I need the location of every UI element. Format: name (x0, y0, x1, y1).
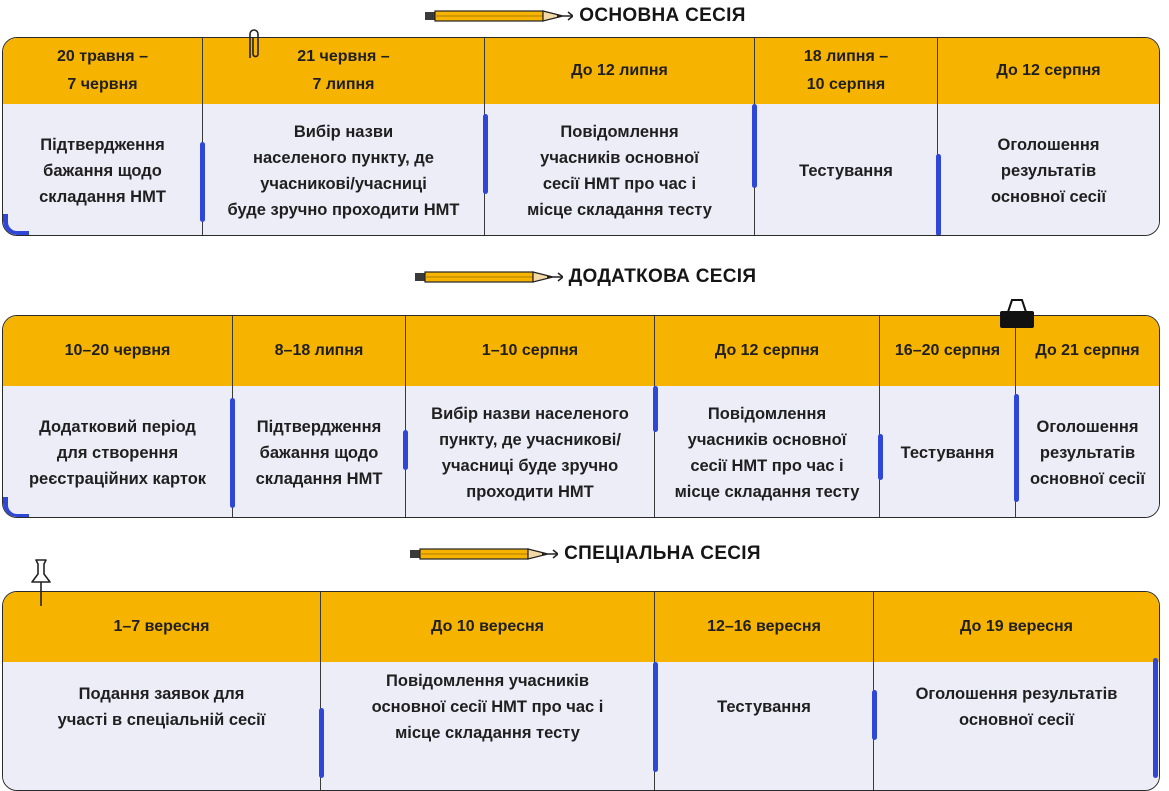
session-heading-main: ОСНОВНА СЕСІЯ (0, 4, 1169, 28)
description-cell: Оголошення результатів основної сесії (990, 135, 1107, 206)
blue-accent-stroke (1153, 658, 1158, 778)
date-cell: 16–20 серпня (880, 316, 1016, 386)
date-cell: До 19 вересня (960, 618, 1073, 635)
description-row: Подання заявок для участі в спеціальній … (3, 662, 1159, 790)
description-cell: Вибір назви населеного пункту, де учасни… (406, 386, 655, 517)
date-cell: 18 липня – 10 серпня (755, 38, 938, 104)
blue-accent-stroke (3, 497, 29, 517)
description-row: Додатковий період для створення реєстрац… (3, 386, 1159, 517)
pencil-icon (425, 10, 574, 22)
blue-accent-stroke (200, 142, 205, 222)
description-cell: Оголошення результатів основної сесії (1029, 417, 1146, 488)
description-cell: Вибір назви населеного пункту, де учасни… (203, 104, 485, 235)
session-title: СПЕЦІАЛЬНА СЕСІЯ (564, 543, 761, 564)
description-cell: Підтвердження бажання щодо складання НМТ (3, 104, 203, 235)
date-cell: До 10 вересня (321, 592, 655, 662)
date-cell: До 12 серпня (655, 316, 880, 386)
blue-accent-stroke (878, 434, 883, 480)
description-cell: Підтвердження бажання щодо складання НМТ (233, 386, 406, 517)
paperclip-icon (249, 29, 259, 58)
schedule-table-main: 20 травня – 7 червня 21 червня – 7 липня… (2, 37, 1160, 236)
session-heading-additional: ДОДАТКОВА СЕСІЯ (0, 265, 1169, 289)
schedule-table-additional: 10–20 червня 8–18 липня 1–10 серпня До 1… (2, 315, 1160, 518)
blue-accent-stroke (653, 386, 658, 432)
date-row: 1–7 вересня До 10 вересня 12–16 вересня … (3, 592, 1159, 662)
pencil-icon (414, 271, 563, 283)
blue-accent-stroke (872, 690, 877, 740)
description-cell: Додатковий період для створення реєстрац… (3, 386, 233, 517)
schedule-table-special: 1–7 вересня До 10 вересня 12–16 вересня … (2, 591, 1160, 791)
pencil-icon (410, 548, 559, 560)
date-cell: 10–20 червня (3, 316, 233, 386)
session-title: ДОДАТКОВА СЕСІЯ (568, 266, 757, 287)
session-title: ОСНОВНА СЕСІЯ (579, 5, 746, 26)
blue-accent-stroke (653, 662, 658, 772)
date-cell: До 12 серпня (996, 62, 1101, 79)
pushpin-icon (31, 559, 51, 606)
date-cell: 1–7 вересня (3, 592, 321, 662)
date-cell: 12–16 вересня (655, 592, 874, 662)
blue-accent-stroke (1014, 394, 1019, 502)
description-row: Підтвердження бажання щодо складання НМТ… (3, 104, 1159, 235)
session-heading-special: СПЕЦІАЛЬНА СЕСІЯ (0, 542, 1169, 566)
blue-accent-stroke (3, 214, 29, 235)
date-cell: 8–18 липня (233, 316, 406, 386)
description-cell: Тестування (655, 662, 874, 790)
description-cell: Тестування (880, 386, 1016, 517)
description-cell: Повідомлення учасників основної сесії НМ… (655, 386, 880, 517)
date-row: 20 травня – 7 червня 21 червня – 7 липня… (3, 38, 1159, 104)
description-cell: Подання заявок для участі в спеціальній … (3, 662, 321, 790)
date-cell: 20 травня – 7 червня (3, 38, 203, 104)
blue-accent-stroke (230, 398, 235, 508)
binder-clip-icon (1000, 299, 1034, 328)
date-cell: 1–10 серпня (406, 316, 655, 386)
description-cell: Тестування (755, 104, 938, 235)
blue-accent-stroke (319, 708, 324, 778)
date-cell: 21 червня – 7 липня (203, 38, 485, 104)
date-cell: До 21 серпня (1035, 342, 1140, 359)
description-cell: Оголошення результатів основної сесії (915, 685, 1118, 729)
blue-accent-stroke (752, 104, 757, 188)
blue-accent-stroke (403, 430, 408, 470)
blue-accent-stroke (936, 154, 941, 235)
date-row: 10–20 червня 8–18 липня 1–10 серпня До 1… (3, 316, 1159, 386)
date-cell: До 12 липня (485, 38, 755, 104)
blue-accent-stroke (483, 114, 488, 194)
description-cell: Повідомлення учасників основної сесії НМ… (485, 104, 755, 235)
description-cell: Повідомлення учасників основної сесії НМ… (321, 662, 655, 790)
